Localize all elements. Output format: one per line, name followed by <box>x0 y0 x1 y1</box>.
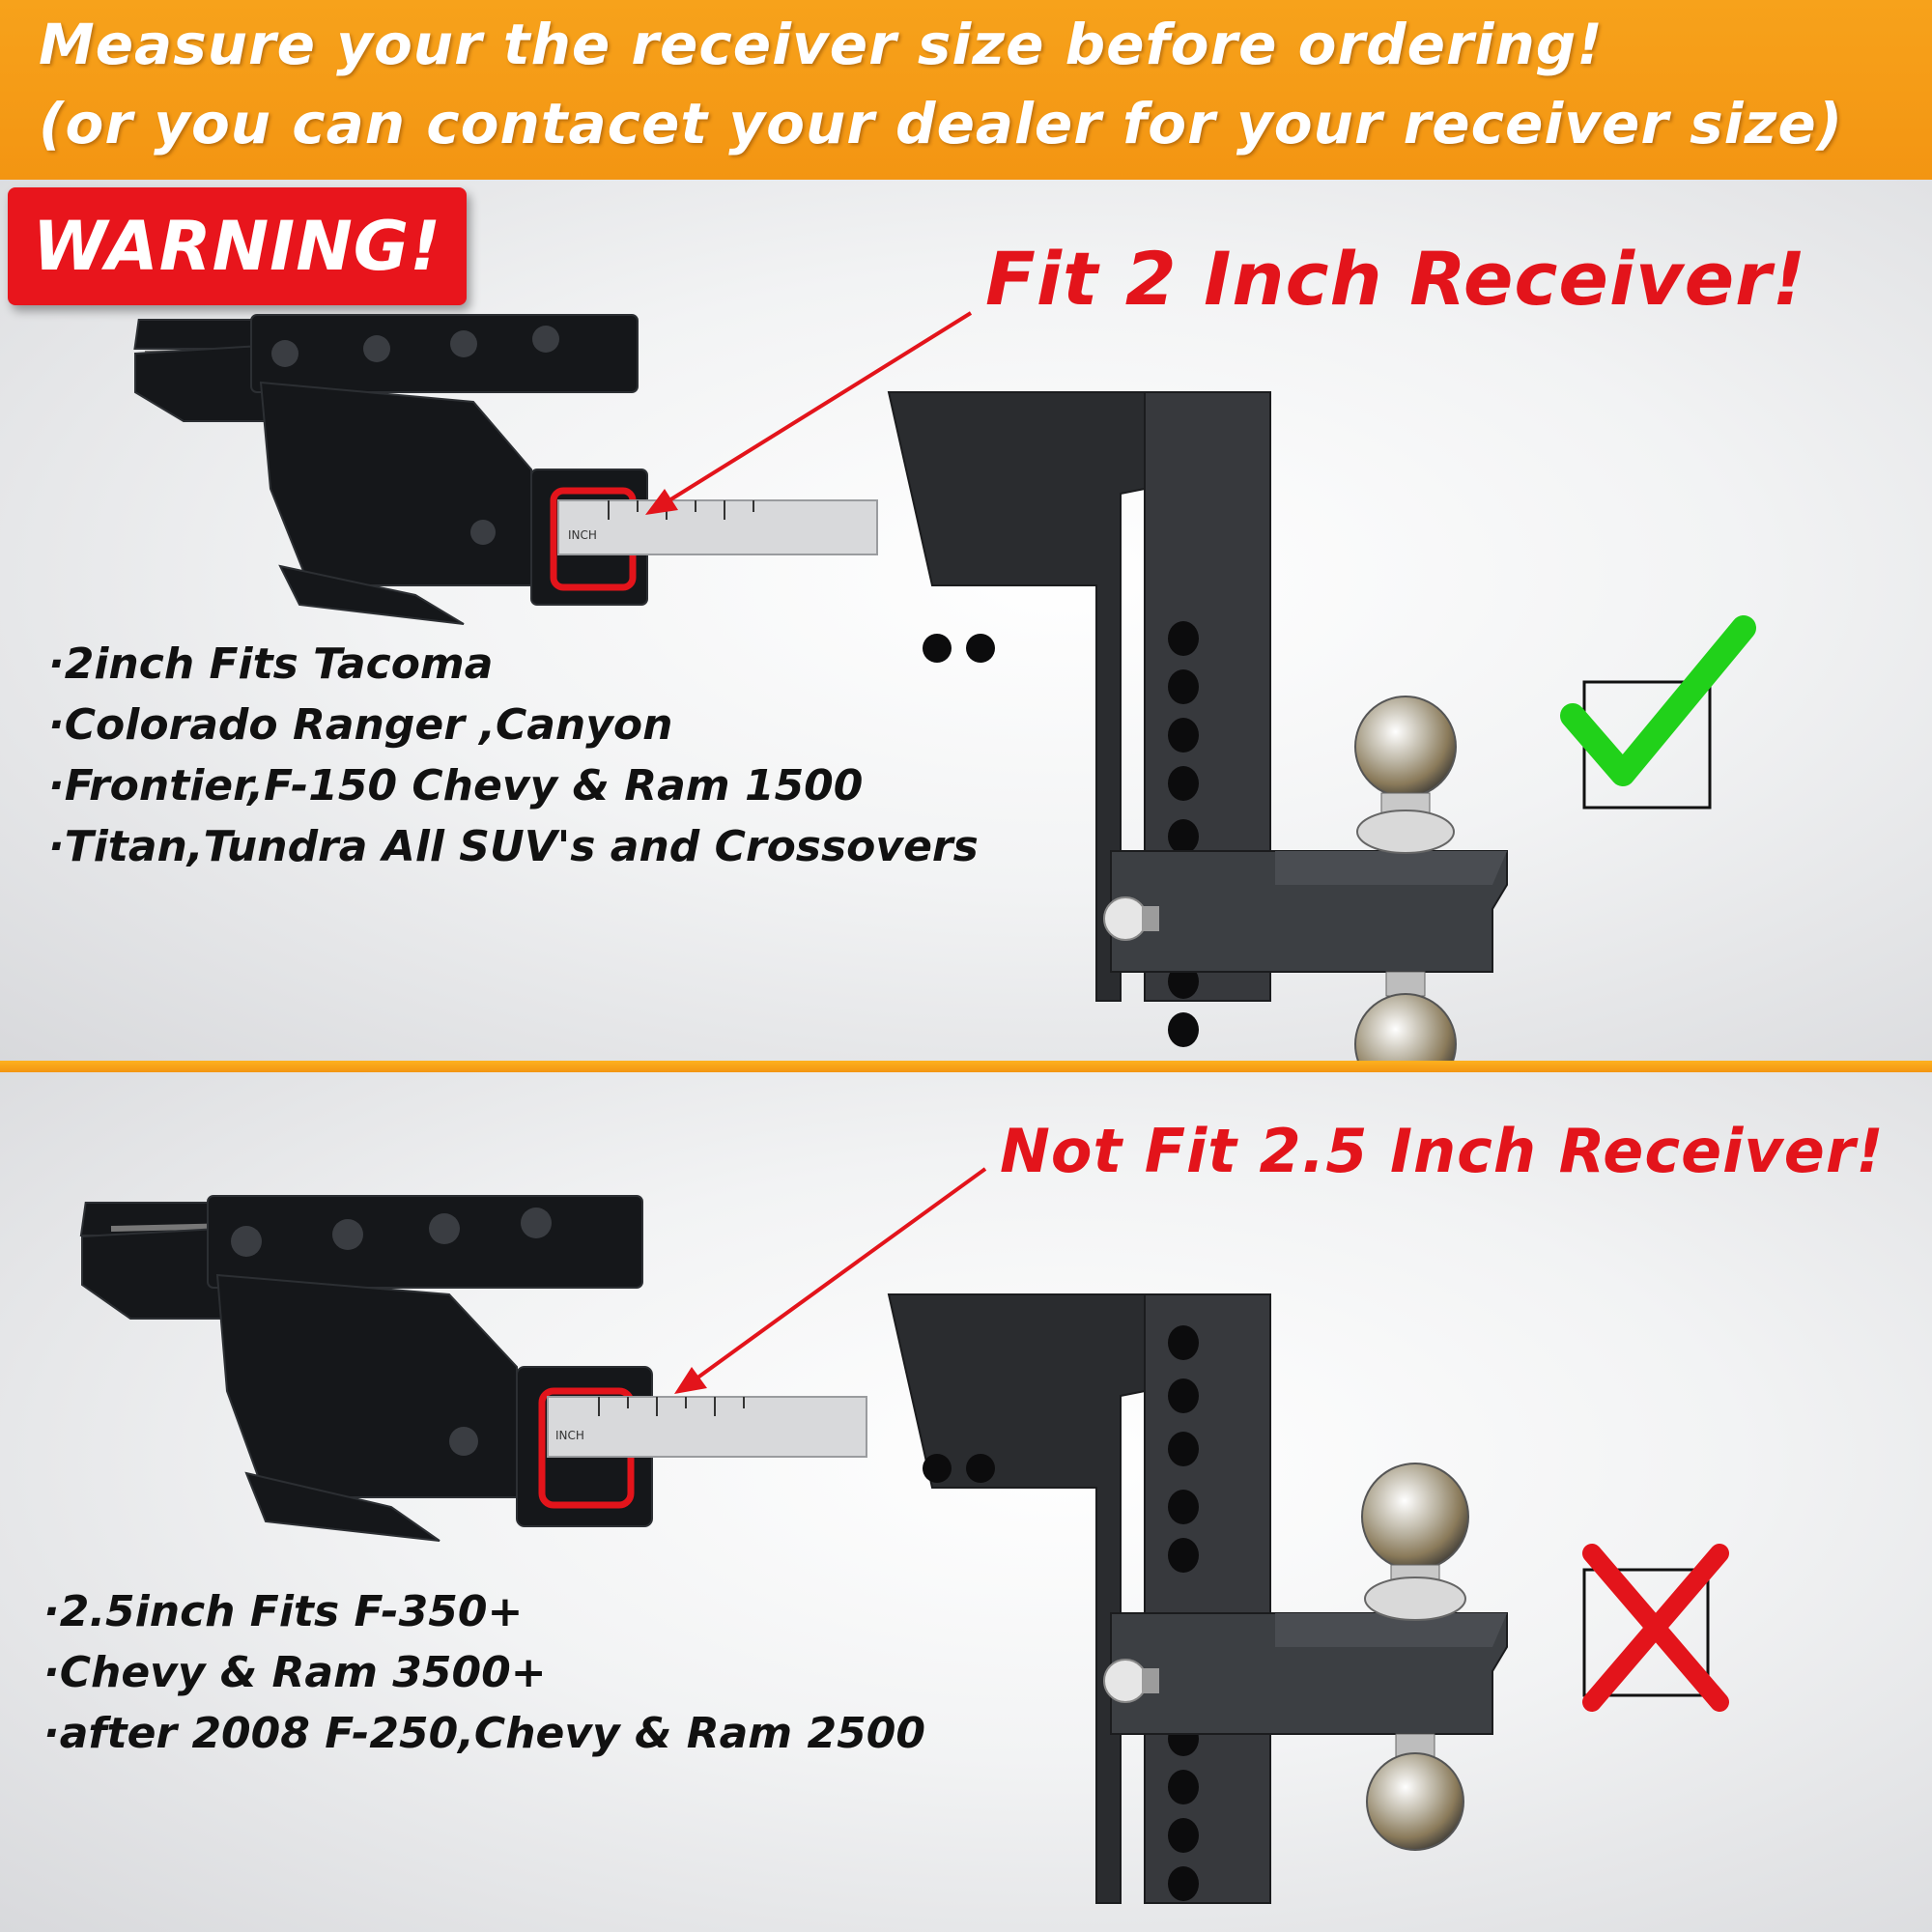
not-fit-title: Not Fit 2.5 Inch Receiver! <box>1000 1116 1885 1186</box>
check-mark-icon <box>1560 615 1756 810</box>
ruler-unit-label: INCH <box>568 528 597 542</box>
not-fit-panel: Not Fit 2.5 Inch Receiver! INCH · <box>0 1072 1932 1932</box>
fit-panel: WARNING! Fit 2 Inch Receiver! INCH <box>0 180 1932 1061</box>
list-item: ·Colorado Ranger ,Canyon <box>48 700 673 750</box>
list-item: ·2.5inch Fits F-350+ <box>43 1587 524 1636</box>
fit-vehicle-list: ·2inch Fits Tacoma ·Colorado Ranger ,Can… <box>48 634 979 877</box>
list-item: ·Chevy & Ram 3500+ <box>43 1648 547 1697</box>
warning-badge: WARNING! <box>8 187 467 305</box>
receiver-hitch-illustration: INCH <box>133 314 878 625</box>
pointer-arrow <box>674 1167 987 1394</box>
list-item: ·after 2008 F-250,Chevy & Ram 2500 <box>43 1709 925 1758</box>
fit-title: Fit 2 Inch Receiver! <box>985 236 1807 322</box>
pointer-arrow <box>645 311 973 515</box>
receiver-hitch-illustration: INCH <box>79 1195 867 1542</box>
ruler-unit-label: INCH <box>555 1429 584 1442</box>
banner-line-2: (or you can contacet your dealer for you… <box>39 91 1844 156</box>
cross-mark-icon <box>1582 1544 1729 1712</box>
header-banner: Measure your the receiver size before or… <box>0 0 1932 180</box>
list-item: ·Titan,Tundra All SUV's and Crossovers <box>48 822 979 871</box>
drop-hitch-illustration <box>887 1293 1508 1904</box>
list-item: ·2inch Fits Tacoma <box>48 639 494 689</box>
not-fit-vehicle-list: ·2.5inch Fits F-350+ ·Chevy & Ram 3500+ … <box>43 1581 925 1764</box>
section-divider <box>0 1061 1932 1072</box>
banner-line-1: Measure your the receiver size before or… <box>39 12 1604 77</box>
drop-hitch-illustration <box>887 391 1508 1061</box>
list-item: ·Frontier,F-150 Chevy & Ram 1500 <box>48 761 864 810</box>
